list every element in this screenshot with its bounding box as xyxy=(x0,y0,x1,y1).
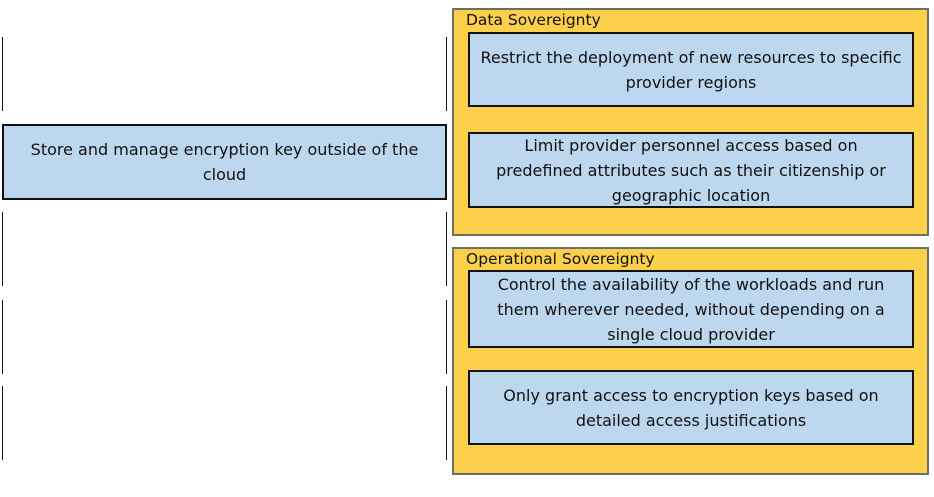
panel-title: Data Sovereignty xyxy=(466,11,601,29)
drop-slot-4[interactable] xyxy=(2,300,447,374)
panel-title: Operational Sovereignty xyxy=(466,250,655,268)
operational-sovereignty-panel: Operational Sovereignty Control the avai… xyxy=(452,247,929,475)
drop-slot-1[interactable] xyxy=(2,37,447,111)
draggable-item[interactable]: Control the availability of the workload… xyxy=(468,270,914,348)
placed-answer-item[interactable]: Store and manage encryption key outside … xyxy=(2,124,447,200)
draggable-item[interactable]: Limit provider personnel access based on… xyxy=(468,132,914,208)
draggable-item[interactable]: Restrict the deployment of new resources… xyxy=(468,32,914,107)
data-sovereignty-panel: Data Sovereignty Restrict the deployment… xyxy=(452,8,929,236)
drop-slot-5[interactable] xyxy=(2,386,447,460)
draggable-item[interactable]: Only grant access to encryption keys bas… xyxy=(468,370,914,445)
drop-slot-3[interactable] xyxy=(2,212,447,286)
